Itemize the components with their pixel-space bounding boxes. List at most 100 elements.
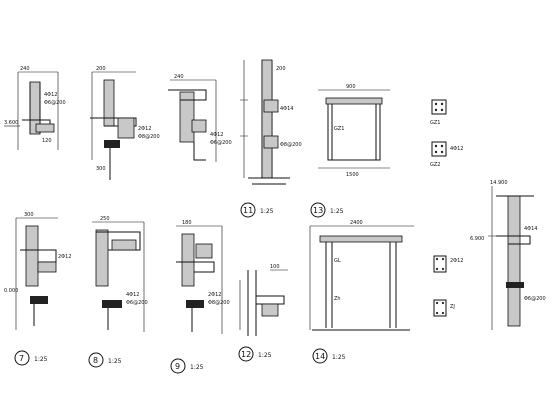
detail-number: 9 [175,362,180,371]
dimension-line [176,225,223,334]
dim-label: 1500 [346,172,359,178]
dim-label: 240 [174,74,184,80]
dim-label: 250 [100,216,110,222]
section-label: GL [334,258,341,264]
rebar-label: 4Φ12 [126,292,139,298]
section-label: GZ2 [430,162,440,168]
slab-outline [256,295,285,305]
rebar-dot [435,311,439,315]
rebar-dot [440,102,444,106]
column-hatch [261,59,273,179]
detail-marker [312,348,328,364]
rebar-label: Φ6@200 [44,100,66,106]
detail-wall-section-a: 240 4Φ12 Φ6@200 3.600 120 [4,66,66,150]
dimension-line [17,71,59,150]
rebar-dot [440,108,444,112]
rebar-label: 4Φ14 [524,226,537,232]
beam-hatch [117,117,135,139]
detail-marker [238,346,254,362]
beam-hatch [195,243,213,259]
detail-marker [88,352,104,368]
dimension-line [488,186,496,330]
wall-line [193,142,206,161]
column-line [247,270,257,336]
detail-title: 1:25 [260,208,274,215]
lintel-block [30,296,48,304]
detail-number: 8 [93,356,98,365]
rebar-label: 4Φ12 [44,92,57,98]
detail-title: 1:25 [330,208,344,215]
rebar-dot [440,150,444,154]
detail-number: 13 [313,206,323,215]
rebar-label: 4Φ12 [450,146,463,152]
rebar-label: Φ8@200 [208,300,230,306]
beam-hatch [37,261,57,273]
rebar-dot [434,150,438,154]
rebar-dot [441,257,445,261]
rebar-dot [434,102,438,106]
dim-label: 200 [276,66,286,72]
wall-hatch [103,79,115,127]
dimension-line [309,225,414,330]
rebar-dot [435,257,439,261]
beam-hatch [261,303,279,317]
detail-title: 1:25 [108,358,122,365]
dimension-line [318,89,390,169]
column-line [325,242,397,328]
beam-hatch [111,239,137,251]
column-line [331,104,377,160]
level-label: 6.900 [470,236,484,242]
tall-wall-section: 14.900 4Φ14 Φ6@200 6.900 [470,180,546,330]
dim-label: 200 [96,66,106,72]
slab-outline [496,195,534,245]
rebar-label: 2Φ12 [138,126,151,132]
wall-hatch [181,233,195,287]
dim-label: 900 [346,84,356,90]
beam-hatch [263,135,279,149]
dim-label: 120 [42,138,52,144]
lintel-block [104,140,120,148]
dimension-line [170,79,217,162]
dim-label: 300 [96,166,106,172]
detail-7: 300 2Φ12 0.000 7 1:25 [4,212,71,366]
rebar-dot [441,311,445,315]
section-label: GZ1 [334,126,344,132]
wall-hatch [95,229,109,287]
dimension-line [91,71,136,160]
section-square [431,99,447,115]
top-beam-hatch [325,97,383,105]
rebar-dot [434,144,438,148]
dimension-line [239,269,288,330]
rebar-label: 2Φ12 [58,254,71,260]
detail-marker [240,202,256,218]
slab-outline [176,261,215,273]
dim-label: 300 [24,212,34,218]
detail-11: 200 4Φ14 Φ8@200 11 1:25 [240,59,302,218]
detail-marker [14,350,30,366]
section-label: ZJ [450,304,455,310]
dim-label: 240 [20,66,30,72]
dim-label: 2400 [350,220,363,226]
beam-section: 2Φ12 ZJ [433,255,463,317]
rebar-label: 4Φ12 [210,132,223,138]
wall-hatch [179,91,195,143]
detail-9: 180 2Φ12 Φ8@200 9 1:25 [170,220,230,374]
detail-wall-section-b: 200 2Φ12 Φ8@200 300 [90,66,160,180]
detail-14: 2400 GL Zh 14 1:25 [309,220,414,364]
wall-hatch [25,225,39,287]
rebar-label: Φ6@200 [126,300,148,306]
section-label: Zh [334,296,341,302]
detail-title: 1:25 [258,352,272,359]
detail-number: 12 [241,350,251,359]
level-label: 0.000 [4,288,18,294]
rebar-dot [435,301,439,305]
detail-marker [170,358,186,374]
detail-marker [310,202,326,218]
detail-13: 900 1500 GZ1 13 1:25 [310,84,390,218]
section-square [431,141,447,157]
detail-12: 100 12 1:25 [238,264,288,362]
footing-line [248,177,290,185]
rebar-dot [440,144,444,148]
detail-number: 7 [19,354,24,363]
